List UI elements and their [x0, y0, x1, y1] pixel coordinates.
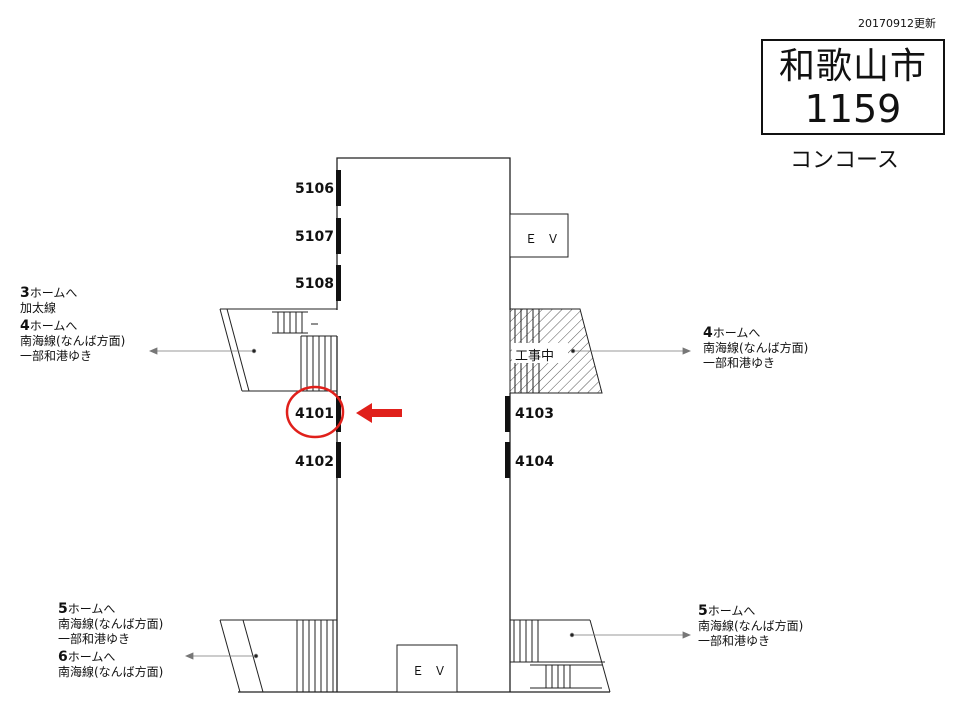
elevator-label-lower: ＥＶ — [412, 664, 457, 678]
line-name: 南海線(なんば方面) — [20, 334, 126, 348]
elevator-lower — [396, 644, 458, 693]
location-label: 4103 — [515, 406, 554, 422]
station-title-box: 和歌山市 1159 — [761, 39, 945, 135]
line-name: 南海線(なんば方面) — [698, 619, 804, 633]
home-number: 5 — [698, 603, 708, 619]
home-number: 4 — [20, 318, 30, 334]
area-name: コンコース — [790, 148, 899, 173]
home-text: ホームへ — [29, 286, 78, 300]
stair-upper-left — [219, 308, 337, 392]
line-name: 加太線 — [20, 301, 57, 315]
location-markers — [336, 170, 510, 478]
station-code: 1159 — [804, 87, 902, 131]
line-note: 一部和港ゆき — [698, 634, 771, 648]
home-text: ホームへ — [67, 650, 116, 664]
highlight-arrow — [356, 403, 402, 423]
sign-left-upper: 3ホームへ 加太線 4ホームへ 南海線(なんば方面) 一部和港ゆき — [20, 286, 125, 364]
home-number: 3 — [20, 285, 30, 301]
updated-date: 20170912更新 — [858, 17, 936, 30]
sign-right-upper: 4ホームへ 南海線(なんば方面) 一部和港ゆき — [703, 326, 808, 371]
line-note: 一部和港ゆき — [20, 349, 93, 363]
home-text: ホームへ — [29, 319, 78, 333]
home-number: 6 — [58, 649, 68, 665]
highlight-circle — [285, 385, 345, 439]
guide-arrows — [148, 347, 692, 660]
elevator-label-upper: ＥＶ — [525, 232, 570, 246]
stair-upper-right-construction — [509, 308, 603, 394]
location-label: 4102 — [295, 454, 334, 470]
sign-left-lower: 5ホームへ 南海線(なんば方面) 一部和港ゆき 6ホームへ 南海線(なんば方面) — [58, 602, 163, 680]
home-number: 4 — [703, 325, 713, 341]
stair-lower-right — [510, 619, 611, 693]
elevator-upper — [509, 213, 569, 258]
line-name: 南海線(なんば方面) — [58, 665, 164, 679]
location-label: 5106 — [295, 181, 334, 197]
location-label: 4104 — [515, 454, 554, 470]
home-text: ホームへ — [712, 326, 761, 340]
sign-right-lower: 5ホームへ 南海線(なんば方面) 一部和港ゆき — [698, 604, 803, 649]
location-label: 5108 — [295, 276, 334, 292]
line-name: 南海線(なんば方面) — [58, 617, 164, 631]
line-note: 一部和港ゆき — [703, 356, 776, 370]
location-label-highlighted: 4101 — [295, 406, 334, 422]
line-name: 南海線(なんば方面) — [703, 341, 809, 355]
home-text: ホームへ — [707, 604, 756, 618]
line-note: 一部和港ゆき — [58, 632, 131, 646]
home-number: 5 — [58, 601, 68, 617]
station-name: 和歌山市 — [778, 46, 927, 87]
construction-label: 工事中 — [515, 349, 555, 364]
location-label: 5107 — [295, 229, 334, 245]
home-text: ホームへ — [67, 602, 116, 616]
